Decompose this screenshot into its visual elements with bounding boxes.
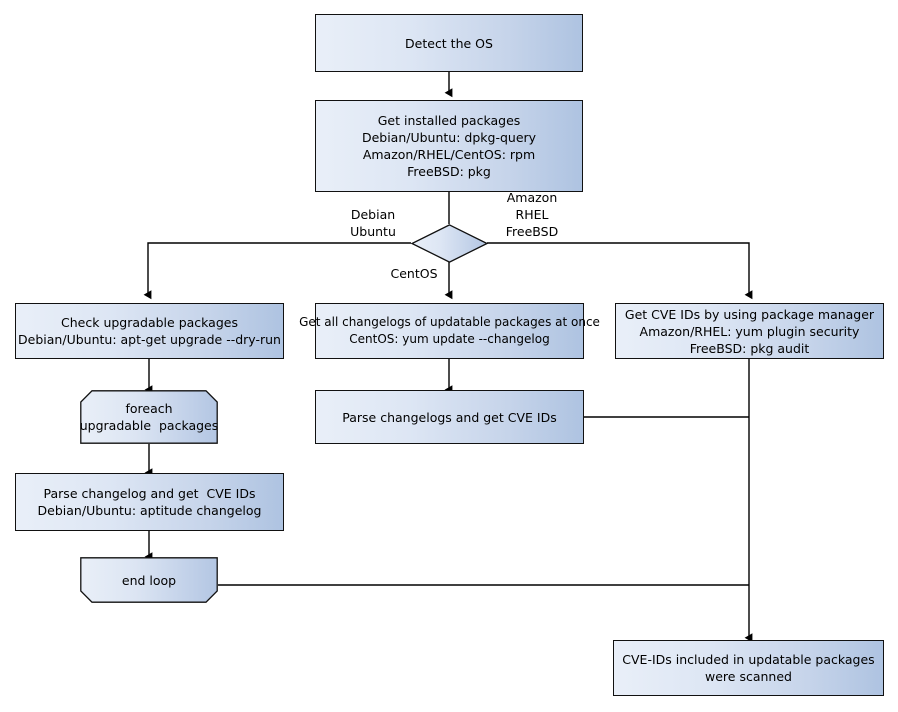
node-end-loop-label: end loop — [121, 572, 177, 588]
node-get-installed-packages[interactable]: Get installed packages Debian/Ubuntu: dp… — [315, 100, 583, 192]
node-scan-complete-label: CVE-IDs included in updatable packages w… — [622, 652, 875, 684]
node-get-all-changelogs[interactable]: Get all changelogs of updatable packages… — [299, 303, 600, 359]
node-parse-changelogs-bulk[interactable]: Parse changelogs and get CVE IDs — [315, 390, 584, 444]
node-foreach-loop-start[interactable]: foreach upgradable packages — [80, 390, 218, 444]
node-parse-changelogs-bulk-label: Parse changelogs and get CVE IDs — [342, 409, 557, 425]
loop-start-shape — [80, 390, 218, 444]
loop-end-shape — [80, 557, 218, 603]
node-end-loop[interactable]: end loop — [80, 557, 218, 603]
node-detect-os[interactable]: Detect the OS — [315, 14, 583, 72]
node-parse-changelog-single-label: Parse changelog and get CVE IDs Debian/U… — [37, 486, 262, 518]
node-check-upgradable-label: Check upgradable packages Debian/Ubuntu:… — [18, 315, 281, 347]
edge-label-debian-ubuntu: Debian Ubuntu — [350, 207, 396, 239]
node-scan-complete[interactable]: CVE-IDs included in updatable packages w… — [613, 640, 884, 696]
node-get-all-changelogs-label: Get all changelogs of updatable packages… — [299, 315, 600, 346]
node-detect-os-label: Detect the OS — [405, 35, 493, 51]
edge-label-amazon-rhel-freebsd: Amazon RHEL FreeBSD — [505, 190, 559, 239]
edge-label-centos: CentOS — [390, 266, 438, 281]
node-foreach-loop-start-label: foreach upgradable packages — [79, 401, 219, 433]
node-parse-changelog-single[interactable]: Parse changelog and get CVE IDs Debian/U… — [15, 473, 284, 531]
node-check-upgradable[interactable]: Check upgradable packages Debian/Ubuntu:… — [15, 303, 284, 359]
diamond-shape — [410, 224, 489, 263]
node-os-decision[interactable] — [410, 224, 489, 263]
node-get-cve-ids-pkgmgr[interactable]: Get CVE IDs by using package manager Ama… — [615, 303, 884, 359]
node-get-cve-ids-pkgmgr-label: Get CVE IDs by using package manager Ama… — [624, 306, 875, 356]
edge-decision-amazon — [487, 242, 753, 300]
edge-decision-debian — [143, 242, 411, 300]
node-get-installed-packages-label: Get installed packages Debian/Ubuntu: dp… — [361, 113, 537, 179]
